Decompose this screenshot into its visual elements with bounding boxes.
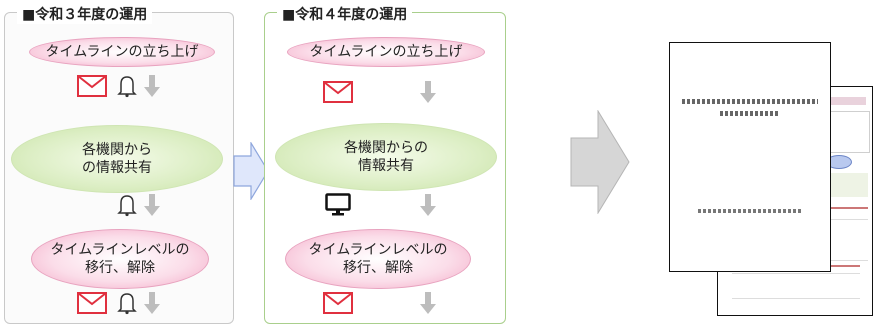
bell-icon (117, 195, 137, 217)
r4-step2-line2: 情報共有 (358, 158, 414, 174)
panel-r3-title: ■令和３年度の運用 (17, 4, 153, 24)
down-arrow-icon (420, 292, 436, 314)
down-arrow-icon (144, 75, 160, 97)
r4-step1-label: タイムラインの立ち上げ (309, 43, 463, 60)
doc-org-line (698, 209, 802, 213)
panel-r4-title: ■令和４年度の運用 (277, 4, 413, 24)
r3-step2-line1: 各機関から (82, 141, 152, 158)
bell-icon (117, 76, 137, 98)
r4-step3-line2: 移行、解除 (343, 260, 413, 276)
r4-step-level-change: タイムラインレベルの 移行、解除 (285, 229, 471, 289)
panel-r3-operation: ■令和３年度の運用 タイムラインの立ち上げ 各機関から の情報共有 タイムライン… (4, 4, 234, 324)
mail-icon (77, 75, 107, 97)
doc-bottom-text (732, 273, 860, 299)
r3-step-timeline-launch: タイムラインの立ち上げ (29, 37, 215, 67)
down-arrow-icon (144, 292, 160, 314)
r3-step3-line1: タイムラインレベルの (50, 241, 190, 258)
mail-icon (323, 292, 353, 314)
r3-step3-line2: 移行、解除 (85, 260, 155, 276)
doc-header-strip (818, 97, 866, 105)
bell-icon (117, 293, 137, 315)
r3-step2-line2: の情報共有 (82, 160, 152, 176)
down-arrow-icon (144, 194, 160, 216)
r4-step-info-sharing: 各機関からの 情報共有 (275, 123, 497, 191)
down-arrow-icon (420, 194, 436, 216)
doc-red-rule (818, 207, 868, 209)
mail-icon (77, 292, 107, 314)
r3-step1-label: タイムラインの立ち上げ (45, 43, 199, 60)
r4-step3-line1: タイムラインレベルの (308, 241, 448, 258)
doc-title-line (682, 99, 818, 104)
panel-r4-operation: ■令和４年度の運用 タイムラインの立ち上げ 各機関からの 情報共有 タイムライン… (264, 4, 506, 324)
transition-arrow-icon (233, 142, 269, 200)
r4-step-timeline-launch: タイムラインの立ち上げ (287, 37, 485, 67)
doc-text-lines (818, 219, 868, 261)
r3-step-info-sharing: 各機関から の情報共有 (11, 125, 223, 193)
document-front-page (669, 42, 831, 272)
result-arrow-icon (570, 110, 630, 214)
r3-step-level-change: タイムラインレベルの 移行、解除 (31, 229, 209, 289)
down-arrow-icon (420, 81, 436, 103)
monitor-icon (325, 193, 351, 216)
doc-subtitle-line (720, 111, 780, 116)
r4-step2-line1: 各機関からの (344, 139, 428, 156)
mail-icon (323, 81, 353, 103)
